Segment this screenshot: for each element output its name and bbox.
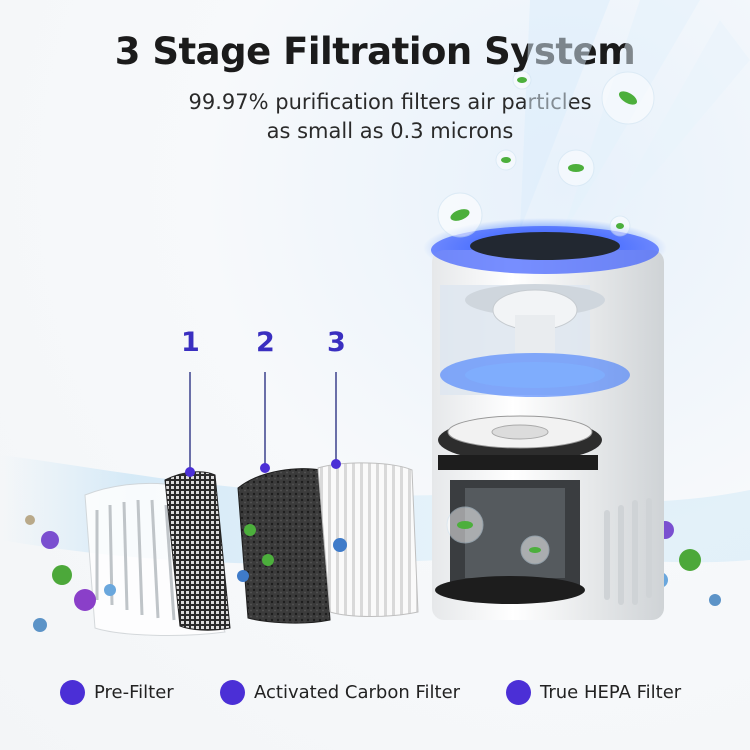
stage-number-2: 2 [256,327,275,358]
legend-label: Pre-Filter [94,682,174,703]
light-rays [520,0,750,250]
stage-number-3: 3 [327,327,346,358]
legend-dot-icon [220,680,245,705]
legend-item-pre-filter: Pre-Filter [60,680,174,705]
subtitle-line-2: as small as 0.3 microns [266,119,514,143]
air-purifier-unit [423,218,667,620]
legend-item-hepa-filter: True HEPA Filter [506,680,681,705]
leaf-bubbles [437,70,655,565]
legend-dot-icon [506,680,531,705]
page-subtitle: 99.97% purification filters air particle… [0,88,750,146]
hepa-filter [317,372,419,617]
legend-label: Activated Carbon Filter [254,682,461,703]
carbon-filter [237,372,331,624]
legend-item-carbon-filter: Activated Carbon Filter [220,680,460,705]
pre-filter-mesh [164,372,231,631]
stage-number-1: 1 [181,327,200,358]
legend-dot-icon [60,680,85,705]
legend-label: True HEPA Filter [540,682,682,703]
subtitle-line-1: 99.97% purification filters air particle… [188,90,592,114]
